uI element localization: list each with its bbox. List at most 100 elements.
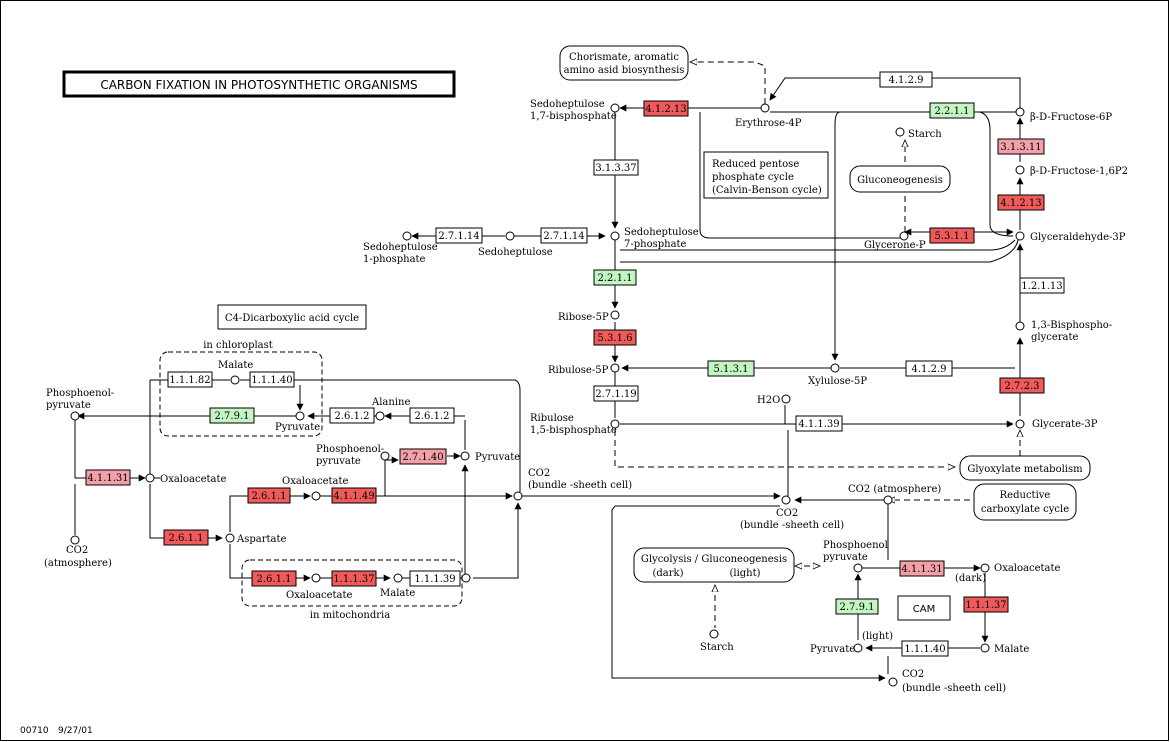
enzyme-5-3-1-1[interactable]: 5.3.1.1 [929, 227, 975, 244]
enzyme-box [331, 570, 377, 587]
enzyme-4-1-1-31[interactable]: 4.1.1.31 [899, 560, 945, 577]
label-sedoheptulose: Sedoheptulose [478, 247, 553, 258]
enzyme-2-7-1-14[interactable]: 2.7.1.14 [540, 227, 588, 244]
compound-node[interactable] [1015, 419, 1025, 429]
enzyme-2-2-1-1[interactable]: 2.2.1.1 [593, 269, 637, 286]
compound-node[interactable] [380, 451, 390, 461]
compound-node[interactable] [70, 411, 80, 421]
enzyme-4-1-2-9[interactable]: 4.1.2.9 [879, 71, 933, 88]
compound-node[interactable] [1015, 107, 1025, 117]
enzyme-4-1-2-9[interactable]: 4.1.2.9 [905, 360, 953, 377]
enzyme-2-6-1-2[interactable]: 2.6.1.2 [329, 407, 375, 424]
enzyme-1-1-1-39[interactable]: 1.1.1.39 [409, 570, 461, 587]
compound-node[interactable] [781, 495, 791, 505]
pathway-reductive[interactable]: Reductive carboxylate cycle [973, 483, 1077, 521]
enzyme-label: 2.7.2.3 [1005, 381, 1040, 392]
compound-node[interactable] [895, 127, 905, 137]
compound-node[interactable] [781, 394, 791, 404]
compound-nodes [70, 103, 1025, 687]
compound-node[interactable] [980, 563, 990, 573]
enzyme-2-6-1-1[interactable]: 2.6.1.1 [251, 570, 297, 587]
compound-node[interactable] [1015, 231, 1025, 241]
enzyme-box [999, 377, 1045, 394]
enzyme-box [1019, 277, 1065, 294]
enzyme-1-1-1-82[interactable]: 1.1.1.82 [167, 371, 213, 388]
compound-node[interactable] [610, 419, 620, 429]
compound-node[interactable] [899, 231, 909, 241]
enzyme-2-6-1-2[interactable]: 2.6.1.2 [409, 407, 455, 424]
enzyme-2-7-1-14[interactable]: 2.7.1.14 [435, 227, 483, 244]
compound-node[interactable] [610, 310, 620, 320]
enzyme-3-1-3-11[interactable]: 3.1.3.11 [997, 138, 1045, 155]
compound-node[interactable] [402, 231, 412, 241]
enzyme-1-1-1-37[interactable]: 1.1.1.37 [963, 596, 1009, 613]
compound-node[interactable] [311, 573, 321, 583]
enzyme-2-2-1-1[interactable]: 2.2.1.1 [929, 102, 975, 119]
compound-node[interactable] [980, 643, 990, 653]
compound-node[interactable] [853, 563, 863, 573]
compound-node[interactable] [375, 411, 385, 421]
compound-node[interactable] [760, 103, 770, 113]
enzyme-label: 2.6.1.1 [252, 491, 287, 502]
compound-node[interactable] [1015, 165, 1025, 175]
pathway-glyoxylate-text: Glyoxylate metabolism [967, 464, 1083, 475]
compound-node[interactable] [145, 473, 155, 483]
compound-node[interactable] [853, 643, 863, 653]
enzyme-5-1-3-1[interactable]: 5.1.3.1 [707, 360, 755, 377]
compound-node[interactable] [230, 375, 240, 385]
enzyme-label: 2.7.1.14 [438, 231, 479, 242]
enzyme-4-1-1-39[interactable]: 4.1.1.39 [795, 415, 843, 432]
compound-node[interactable] [505, 231, 515, 241]
compound-node[interactable] [883, 495, 893, 505]
enzyme-2-7-1-19[interactable]: 2.7.1.19 [593, 385, 639, 402]
compound-node[interactable] [709, 629, 719, 639]
compound-node[interactable] [610, 231, 620, 241]
enzyme-1-1-1-40[interactable]: 1.1.1.40 [249, 371, 295, 388]
enzyme-2-7-2-3[interactable]: 2.7.2.3 [999, 377, 1045, 394]
cam-text: CAM [913, 604, 935, 615]
enzyme-4-1-1-31[interactable]: 4.1.1.31 [85, 469, 131, 486]
compound-node[interactable] [460, 451, 470, 461]
pathway-glyoxylate[interactable]: Glyoxylate metabolism [959, 455, 1091, 481]
enzyme-1-1-1-37[interactable]: 1.1.1.37 [331, 570, 377, 587]
label-light: (light) [862, 631, 893, 642]
compound-node[interactable] [610, 363, 620, 373]
map-title: CARBON FIXATION IN PHOTOSYNTHETIC ORGANI… [62, 70, 456, 98]
pathway-gluconeogenesis[interactable]: Gluconeogenesis [849, 165, 951, 193]
pathway-glycolysis[interactable]: Glycolysis / Gluconeogenesis (dark) (lig… [633, 547, 795, 583]
enzyme-2-7-1-40[interactable]: 2.7.1.40 [399, 448, 447, 465]
compound-node[interactable] [393, 573, 403, 583]
calvin-line1: Reduced pentose [712, 159, 799, 170]
enzyme-5-3-1-6[interactable]: 5.3.1.6 [593, 329, 637, 346]
enzyme-2-6-1-1[interactable]: 2.6.1.1 [247, 487, 291, 504]
enzyme-2-7-9-1[interactable]: 2.7.9.1 [835, 598, 879, 615]
enzyme-2-7-9-1[interactable]: 2.7.9.1 [209, 407, 255, 424]
compound-node[interactable] [70, 535, 80, 545]
compound-node[interactable] [1015, 321, 1025, 331]
compound-node[interactable] [461, 573, 471, 583]
enzyme-1-1-1-40[interactable]: 1.1.1.40 [901, 640, 949, 657]
compound-node[interactable] [830, 363, 840, 373]
enzyme-label: 1.1.1.39 [414, 574, 455, 585]
enzyme-4-1-2-13[interactable]: 4.1.2.13 [643, 100, 689, 117]
enzyme-label: 5.3.1.1 [935, 231, 970, 242]
label-co2-atm-right: CO2 (atmosphere) [848, 484, 941, 495]
enzyme-2-6-1-1[interactable]: 2.6.1.1 [163, 529, 209, 546]
enzyme-4-1-1-49[interactable]: 4.1.1.49 [331, 487, 377, 504]
pathway-chorismate[interactable]: Chorismate, aromatic amino asid biosynth… [559, 45, 689, 81]
label-co2-bundle-center-2: (bundle -sheeth cell) [740, 520, 844, 531]
label-oxaloacetate-right: Oxaloacetate [994, 563, 1060, 574]
enzyme-box [795, 415, 843, 432]
compound-node[interactable] [888, 677, 898, 687]
enzyme-3-1-3-37[interactable]: 3.1.3.37 [593, 159, 639, 176]
compound-node[interactable] [513, 491, 523, 501]
compound-node[interactable] [610, 103, 620, 113]
compound-node[interactable] [225, 533, 235, 543]
compound-node[interactable] [295, 411, 305, 421]
enzyme-1-2-1-13[interactable]: 1.2.1.13 [1019, 277, 1065, 294]
info-boxes: Reduced pentose phosphate cycle (Calvin-… [203, 151, 951, 621]
compound-node[interactable] [311, 491, 321, 501]
enzyme-4-1-2-13[interactable]: 4.1.2.13 [997, 194, 1045, 211]
label-malate-mito: Malate [380, 588, 415, 599]
